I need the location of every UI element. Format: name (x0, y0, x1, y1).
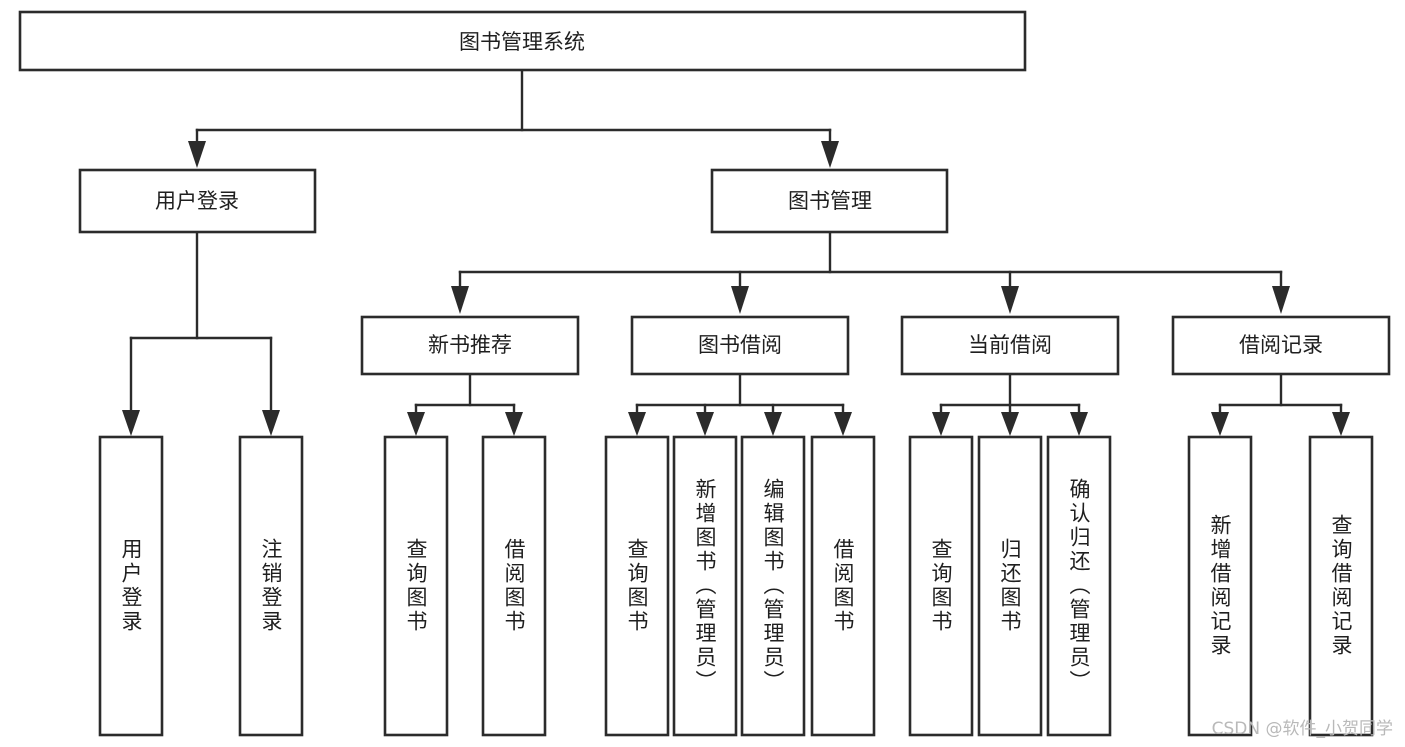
leaf-node-book-borrow-1[interactable]: 查询图书 (604, 435, 670, 737)
arrow-head-icon (505, 412, 523, 436)
leaf-node-current-borrow-3[interactable]: 确认归还（管理员） (1046, 435, 1112, 737)
arrow-head-icon (451, 286, 469, 314)
arrow-head-icon (122, 410, 140, 436)
arrow-head-icon (1001, 286, 1019, 314)
connector-group-current-borrow (932, 372, 1088, 436)
arrow-head-icon (407, 412, 425, 436)
node-book-borrow-label: 图书借阅 (698, 333, 782, 357)
arrow-head-icon (188, 141, 206, 168)
leaf-label: 借阅图书 (502, 538, 526, 634)
node-root-system[interactable]: 图书管理系统 (18, 10, 1027, 72)
leaf-label: 用户登录 (119, 538, 143, 634)
leaf-box[interactable] (383, 435, 449, 737)
node-new-book-recommend[interactable]: 新书推荐 (360, 315, 580, 376)
arrow-head-icon (1001, 412, 1019, 436)
leaf-node-user-login-1[interactable]: 用户登录 (98, 435, 164, 737)
node-current-borrow-label: 当前借阅 (968, 333, 1052, 357)
leaf-label: 确认归还（管理员） (1067, 478, 1091, 694)
node-book-borrow[interactable]: 图书借阅 (630, 315, 850, 376)
node-root-box[interactable] (18, 10, 1027, 72)
node-book-borrow-box[interactable] (630, 315, 850, 376)
connector-group-book-manage (451, 230, 1290, 314)
arrow-head-icon (696, 412, 714, 436)
node-borrow-record-box[interactable] (1171, 315, 1391, 376)
leaf-label: 查询借阅记录 (1329, 514, 1353, 658)
leaf-box[interactable] (1308, 435, 1374, 737)
leaf-node-book-borrow-4[interactable]: 借阅图书 (810, 435, 876, 737)
leaf-box[interactable] (740, 435, 806, 737)
arrow-head-icon (764, 412, 782, 436)
connector-group-borrow-record (1211, 372, 1350, 436)
connector-group-book-borrow (628, 372, 852, 436)
arrow-head-icon (834, 412, 852, 436)
leaf-node-book-borrow-3[interactable]: 编辑图书（管理员） (740, 435, 806, 737)
leaf-node-current-borrow-1[interactable]: 查询图书 (908, 435, 974, 737)
arrow-head-icon (731, 286, 749, 314)
node-book-manage[interactable]: 图书管理 (710, 168, 949, 234)
arrow-head-icon (821, 141, 839, 168)
leaf-node-current-borrow-2[interactable]: 归还图书 (977, 435, 1043, 737)
leaf-label: 编辑图书（管理员） (761, 478, 785, 694)
arrow-head-icon (1070, 412, 1088, 436)
leaf-box[interactable] (604, 435, 670, 737)
leaf-node-new-book-1[interactable]: 查询图书 (383, 435, 449, 737)
leaf-node-new-book-2[interactable]: 借阅图书 (481, 435, 547, 737)
leaf-box[interactable] (481, 435, 547, 737)
leaf-box[interactable] (810, 435, 876, 737)
node-user-login-box[interactable] (78, 168, 317, 234)
connector-group-new-book (407, 372, 523, 436)
arrow-head-icon (628, 412, 646, 436)
arrow-head-icon (262, 410, 280, 436)
node-borrow-record-label: 借阅记录 (1239, 333, 1323, 357)
leaf-label: 查询图书 (929, 538, 953, 634)
node-root-label: 图书管理系统 (459, 30, 585, 54)
leaf-box[interactable] (977, 435, 1043, 737)
leaf-label: 注销登录 (259, 538, 283, 634)
arrow-head-icon (1272, 286, 1290, 314)
leaf-node-borrow-record-1[interactable]: 新增借阅记录 (1187, 435, 1253, 737)
leaf-label: 查询图书 (625, 538, 649, 634)
node-user-login[interactable]: 用户登录 (78, 168, 317, 234)
arrow-head-icon (1211, 412, 1229, 436)
leaf-box[interactable] (238, 435, 304, 737)
leaf-box[interactable] (1046, 435, 1112, 737)
node-current-borrow[interactable]: 当前借阅 (900, 315, 1120, 376)
leaf-label: 归还图书 (998, 538, 1022, 634)
leaf-label: 新增借阅记录 (1208, 514, 1232, 658)
node-book-manage-label: 图书管理 (788, 189, 872, 213)
arrow-head-icon (1332, 412, 1350, 436)
leaf-label: 借阅图书 (831, 538, 855, 634)
node-user-login-label: 用户登录 (155, 189, 239, 213)
leaf-node-book-borrow-2[interactable]: 新增图书（管理员） (672, 435, 738, 737)
connector-group-root (188, 68, 839, 168)
leaf-node-user-login-2[interactable]: 注销登录 (238, 435, 304, 737)
arrow-head-icon (932, 412, 950, 436)
node-borrow-record[interactable]: 借阅记录 (1171, 315, 1391, 376)
leaf-box[interactable] (672, 435, 738, 737)
leaf-box[interactable] (98, 435, 164, 737)
connector-group-user-login (122, 230, 280, 436)
leaf-box[interactable] (1187, 435, 1253, 737)
leaf-box[interactable] (908, 435, 974, 737)
leaf-label: 查询图书 (404, 538, 428, 634)
node-book-manage-box[interactable] (710, 168, 949, 234)
leaf-label: 新增图书（管理员） (693, 478, 717, 694)
leaf-node-borrow-record-2[interactable]: 查询借阅记录 (1308, 435, 1374, 737)
node-new-book-recommend-label: 新书推荐 (428, 333, 512, 357)
node-current-borrow-box[interactable] (900, 315, 1120, 376)
node-new-book-recommend-box[interactable] (360, 315, 580, 376)
